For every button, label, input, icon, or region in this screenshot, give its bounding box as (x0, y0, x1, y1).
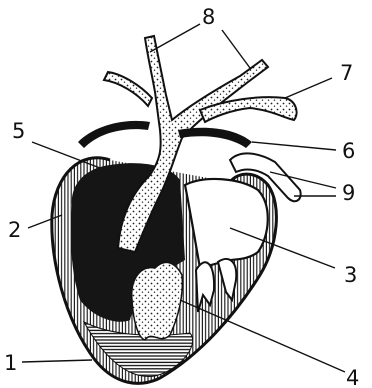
label-6: 6 (342, 139, 355, 163)
left-branch-vessel (104, 72, 152, 106)
label-2: 2 (8, 218, 21, 242)
label-7: 7 (340, 61, 353, 85)
label-5: 5 (12, 119, 25, 143)
leader-line-8b (222, 30, 250, 68)
label-1: 1 (4, 351, 17, 375)
leader-line-6 (252, 142, 336, 150)
leader-line-8a (150, 24, 200, 52)
label-4: 4 (346, 366, 359, 388)
label-8: 8 (202, 5, 215, 29)
label-3: 3 (344, 263, 357, 287)
leader-line-5 (32, 142, 100, 168)
leader-line-7 (285, 78, 332, 98)
left-chamber (185, 179, 268, 268)
leader-line-1 (22, 360, 92, 362)
label-9: 9 (342, 181, 355, 205)
